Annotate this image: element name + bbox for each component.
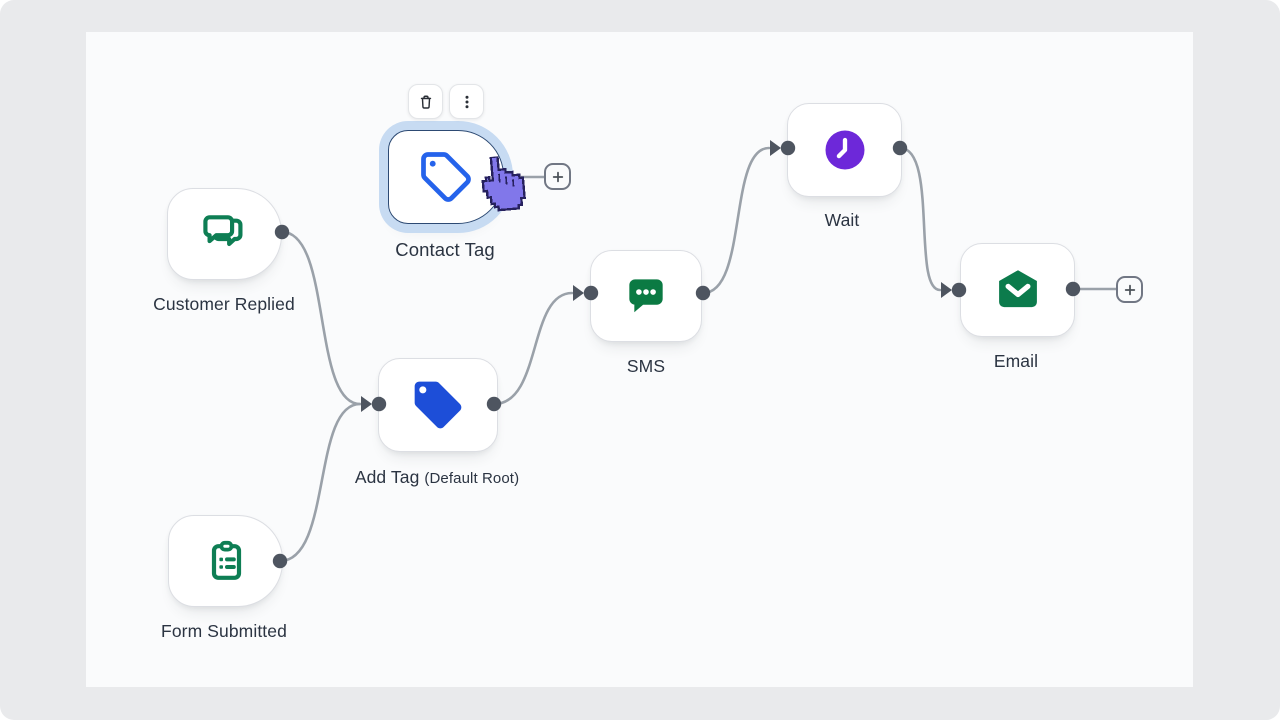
clipboard-list-icon [211, 540, 241, 580]
tag-filled-icon [414, 381, 462, 429]
add-step-button-email[interactable] [1116, 276, 1143, 303]
node-label-customer-replied: Customer Replied [153, 294, 295, 314]
node-form-submitted[interactable] [168, 515, 283, 607]
trash-icon [420, 95, 431, 109]
tag-outline-icon [421, 152, 471, 202]
node-wait[interactable] [787, 103, 902, 197]
add-tag-label-sub: (Default Root) [424, 470, 520, 487]
clock-icon [825, 130, 864, 170]
chat-bubbles-icon [202, 215, 242, 247]
node-email[interactable] [960, 243, 1075, 337]
node-label-wait: Wait [824, 210, 860, 230]
input-port-email[interactable] [951, 282, 967, 298]
output-port-email[interactable] [1065, 281, 1081, 297]
plus-icon [1124, 284, 1135, 295]
node-label-contact-tag: Contact Tag [395, 239, 495, 260]
output-port-customer-replied[interactable] [274, 224, 290, 240]
output-port-wait[interactable] [892, 140, 908, 156]
output-port-add-tag[interactable] [486, 396, 502, 412]
node-label-sms: SMS [626, 356, 666, 376]
envelope-icon [998, 270, 1037, 308]
plus-icon [552, 171, 563, 182]
node-options-button[interactable] [449, 84, 484, 119]
delete-node-button[interactable] [408, 84, 443, 119]
add-tag-label-main: Add Tag [354, 467, 420, 487]
kebab-menu-icon [465, 95, 468, 108]
hand-pointer-cursor [477, 154, 529, 220]
node-label-add-tag: Add Tag (Default Root) [287, 467, 587, 488]
input-port-wait[interactable] [780, 140, 796, 156]
node-sms[interactable] [590, 250, 702, 342]
input-port-sms[interactable] [583, 285, 599, 301]
add-step-button-contact-tag[interactable] [544, 163, 571, 190]
node-customer-replied[interactable] [167, 188, 282, 280]
output-port-sms[interactable] [695, 285, 711, 301]
node-add-tag[interactable] [378, 358, 498, 452]
output-port-form-submitted[interactable] [272, 553, 288, 569]
node-label-form-submitted: Form Submitted [161, 621, 287, 641]
input-port-add-tag[interactable] [371, 396, 387, 412]
sms-bubble-icon [629, 279, 663, 313]
node-label-email: Email [993, 351, 1039, 371]
